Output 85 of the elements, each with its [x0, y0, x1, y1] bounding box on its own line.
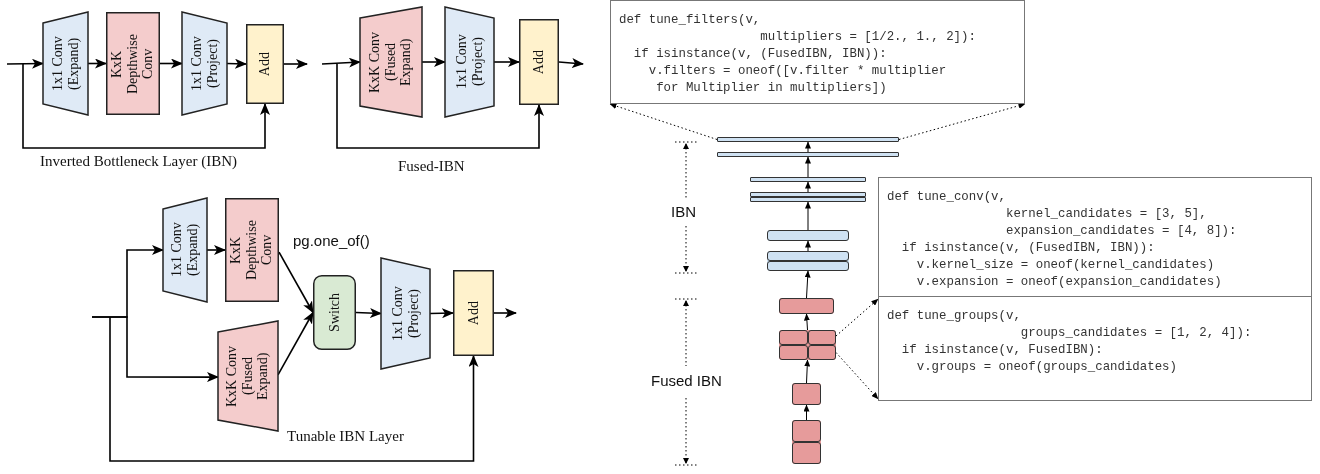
layer-block [225, 198, 279, 302]
conv-trapezoid [445, 7, 494, 117]
block-label: Add [465, 300, 482, 326]
code-line: if isinstance(v, (FusedIBN, IBN)): [900, 240, 1155, 257]
arrow [159, 58, 183, 69]
block-label: Switch [326, 293, 343, 332]
arrow [22, 63, 270, 149]
switch-block [313, 275, 356, 350]
layer-block [519, 19, 559, 105]
block-label: KxK Conv (Fused Expand) [224, 344, 272, 409]
section-label: IBN [671, 203, 696, 220]
code-line: if isinstance(v, (FusedIBN, IBN)): [632, 46, 887, 63]
arrow [493, 308, 517, 318]
diagram-caption: Tunable IBN Layer [287, 428, 404, 445]
block-label: 1x1 Conv (Project) [188, 35, 221, 93]
layer-bar [717, 137, 899, 142]
arrow [805, 156, 811, 178]
conv-trapezoid [43, 12, 88, 115]
code-line: groups_candidates = [1, 2, 4]): [1019, 325, 1252, 342]
conv-trapezoid [381, 258, 430, 369]
code-line: v.filters = oneof([v.filter * multiplier [647, 63, 947, 80]
layer-bar [750, 192, 866, 202]
arrow [805, 240, 811, 252]
arrow [278, 251, 314, 314]
conv-trapezoid [163, 198, 207, 302]
layer-block [767, 230, 849, 241]
arrow [803, 313, 810, 331]
arrow [805, 201, 811, 231]
arrow [804, 359, 811, 384]
code-line: def tune_conv(v, [887, 189, 1006, 206]
conv-trapezoid [218, 321, 278, 431]
function-label: pg.one_of() [293, 232, 370, 249]
block-label: 1x1 Conv (Project) [453, 33, 486, 92]
code-panel [878, 177, 1312, 297]
code-line: v.kernel_size = oneof(kernel_candidates) [915, 257, 1215, 274]
arrow [91, 316, 219, 383]
block-label: 1x1 Conv (Project) [389, 285, 422, 343]
arrow [336, 63, 544, 149]
block-label: Add [257, 51, 273, 77]
block-label: 1x1 Conv (Expand) [169, 221, 201, 280]
arrow [803, 404, 810, 421]
arrow [109, 316, 479, 462]
code-line: v.expansion = oneof(expansion_candidates) [915, 274, 1222, 291]
arrow [558, 58, 584, 69]
code-line: multipliers = [1/2., 1., 2]): [759, 29, 976, 46]
arrow [355, 308, 382, 319]
block-label: KxK Conv (Fused Expand) [367, 30, 415, 95]
code-line: def tune_groups(v, [887, 308, 1021, 325]
section-label: Fused IBN [651, 372, 722, 389]
layer-block [246, 24, 284, 104]
arrow [805, 141, 811, 153]
block-label: 1x1 Conv (Expand) [49, 35, 82, 93]
layer-bar [750, 177, 866, 182]
arrow [805, 181, 811, 193]
code-line: def tune_filters(v, [619, 12, 761, 29]
arrow [6, 58, 44, 69]
layer-block [779, 330, 836, 360]
dotted-arrow [898, 102, 1026, 140]
code-line: if isinstance(v, FusedIBN): [900, 342, 1103, 359]
code-line: v.groups = oneof(groups_candidates) [915, 359, 1177, 376]
code-panel [878, 296, 1312, 401]
dotted-arrow [609, 103, 718, 140]
diagram-caption: Inverted Bottleneck Layer (IBN) [40, 153, 237, 170]
conv-trapezoid [360, 7, 422, 117]
block-label: KxK Depthwise Conv [228, 219, 276, 282]
arrow [283, 59, 308, 69]
block-label: Add [531, 49, 547, 75]
layer-block [767, 251, 849, 271]
code-line: kernel_candidates = [3, 5], [1004, 206, 1207, 223]
layer-bar [717, 152, 899, 157]
diagram-caption: Fused-IBN [398, 158, 465, 175]
layer-block [792, 383, 821, 405]
dotted-arrow [835, 298, 879, 337]
code-line: for Multiplier in multipliers]) [655, 80, 887, 97]
layer-block [453, 270, 494, 356]
conv-trapezoid [182, 12, 227, 115]
arrow [804, 270, 811, 299]
layer-block [792, 420, 821, 464]
code-line: expansion_candidates = [4, 8]): [1004, 223, 1237, 240]
dotted-arrow [835, 352, 879, 400]
block-label: KxK Depthwise Conv [109, 32, 157, 96]
layer-block [779, 298, 834, 314]
code-panel [610, 0, 1025, 104]
arrow [321, 57, 361, 68]
layer-block [106, 12, 160, 115]
